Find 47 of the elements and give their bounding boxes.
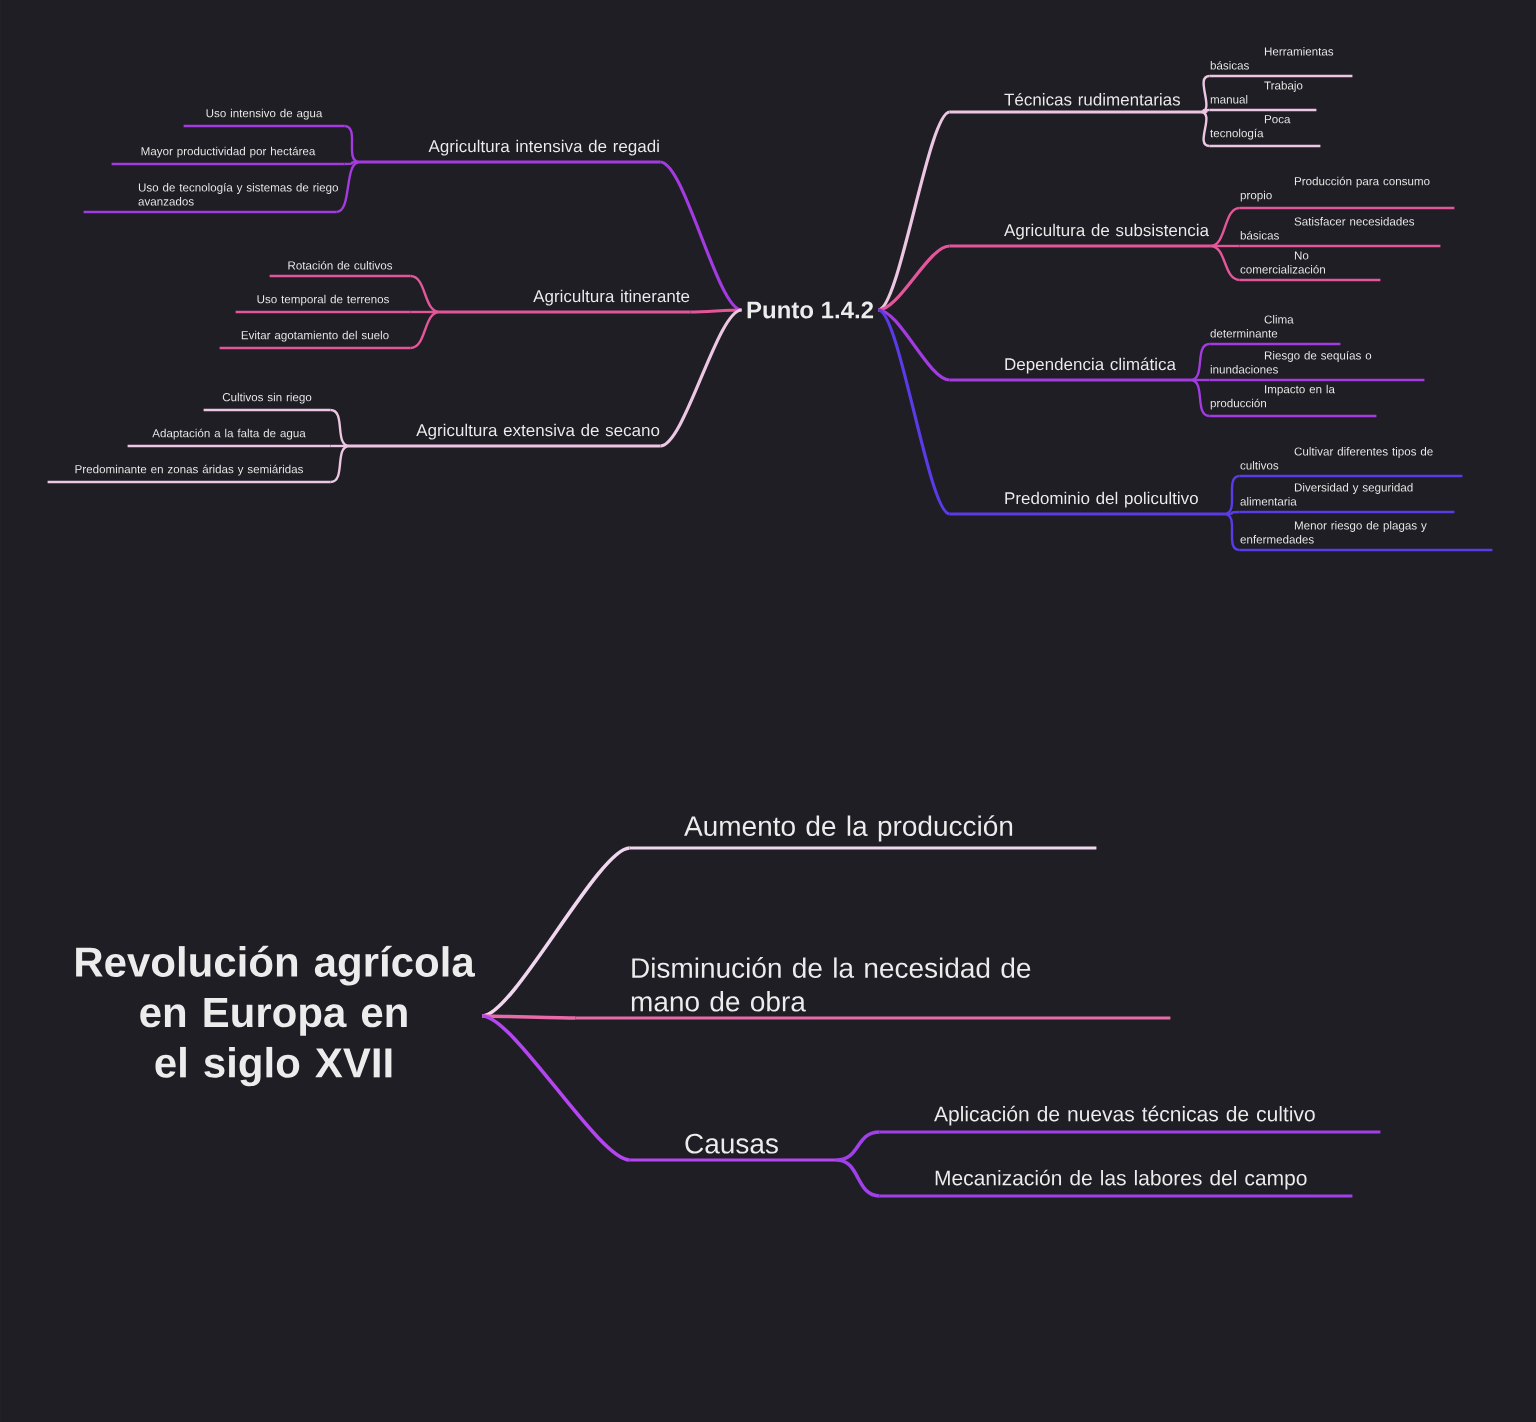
branch-connector <box>878 308 950 382</box>
branch-connector <box>336 160 360 214</box>
branch-connector <box>1224 512 1240 552</box>
branch-connector <box>344 124 360 164</box>
branch-connector <box>1210 206 1240 248</box>
branch-connector <box>836 1130 880 1162</box>
branch-label: Aumento de la producción <box>629 815 1097 850</box>
branch-connector <box>330 444 350 484</box>
branch-connector <box>1224 510 1240 516</box>
branch-connector <box>1210 244 1240 282</box>
branch-connector <box>1190 342 1210 382</box>
branch-connector <box>410 274 440 314</box>
branch-connector <box>836 1158 880 1198</box>
branch-connector <box>410 310 440 314</box>
branch-connector <box>1200 110 1210 148</box>
branch-connector <box>690 308 742 314</box>
branch-connector <box>659 308 743 448</box>
branch-connector <box>330 408 350 448</box>
branch-connector <box>330 444 350 448</box>
branch-label: Agricultura itinerante <box>439 289 691 314</box>
branch-label: Mecanización de las labores del campo <box>879 1169 1353 1198</box>
branch-connector <box>1224 474 1240 516</box>
branch-connector <box>877 110 951 312</box>
branch-connector <box>482 1014 576 1020</box>
branch-connector <box>481 1014 631 1162</box>
branch-connector <box>1210 244 1240 248</box>
topic-title: Revolución agrícola en Europa en el siglo XVII <box>76 945 475 1087</box>
branch-connector <box>1190 378 1210 382</box>
branch-label: Causas <box>629 1133 837 1162</box>
branch-label: Disminución de la necesidad de mano de obra <box>575 957 1171 1020</box>
branch-label: Agricultura intensiva de regadi <box>359 139 661 164</box>
branch-label: Técnicas rudimentarias <box>949 92 1201 114</box>
branch-connector <box>1200 108 1210 114</box>
branch-label: Predominio del policultivo <box>949 491 1225 516</box>
branch-label: Agricultura extensiva de secano <box>349 423 661 448</box>
topic-title: Punto 1.4.2 <box>747 301 874 319</box>
branch-connector <box>1190 378 1210 418</box>
branch-connector <box>877 308 951 516</box>
branch-label: Agricultura de subsistencia <box>949 223 1211 248</box>
branch-connector <box>659 160 743 312</box>
branch-label: Dependencia climática <box>949 357 1191 382</box>
branch-connector <box>1200 74 1210 114</box>
branch-connector <box>481 846 631 1018</box>
branch-label: Aplicación de nuevas técnicas de cultivo <box>879 1105 1381 1134</box>
branch-connector <box>344 160 360 166</box>
branch-connector <box>410 310 440 350</box>
branch-connector <box>878 244 950 312</box>
